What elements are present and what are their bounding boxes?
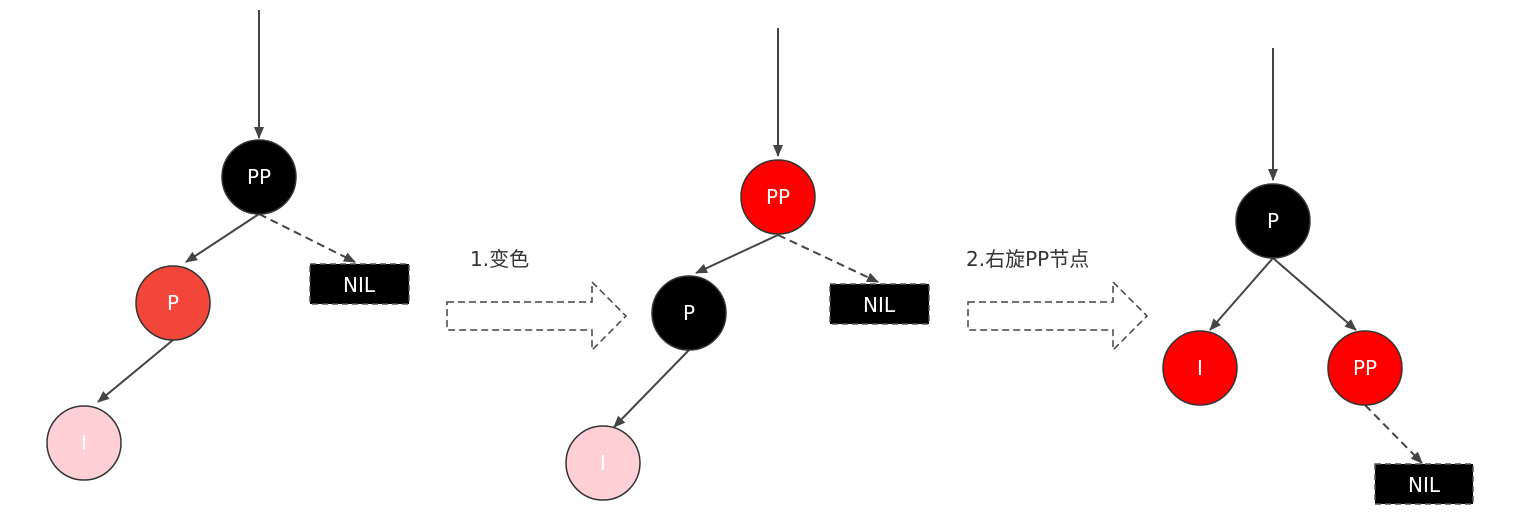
node-i-label: I bbox=[81, 431, 87, 455]
node-p-circle bbox=[1235, 183, 1311, 259]
step2-transition: 2.右旋PP节点 bbox=[966, 247, 1149, 352]
step2-label: 2.右旋PP节点 bbox=[966, 247, 1089, 271]
node-pp-label: PP bbox=[247, 165, 271, 189]
node-pp-circle bbox=[1327, 330, 1403, 406]
node-pp: PP bbox=[221, 139, 297, 215]
node-i-circle bbox=[46, 405, 122, 481]
step2-hollow-arrow bbox=[967, 280, 1149, 352]
node-nil: NIL bbox=[1374, 463, 1474, 505]
node-i-circle bbox=[565, 425, 641, 501]
node-pp-label: PP bbox=[766, 185, 790, 209]
node-i-label: I bbox=[600, 451, 606, 475]
edge-pp-to-nil bbox=[258, 213, 356, 263]
step1-transition: 1.变色 bbox=[446, 247, 628, 352]
tree-before: PP P I NIL bbox=[46, 10, 410, 481]
node-p-label: P bbox=[167, 291, 179, 315]
node-i: I bbox=[46, 405, 122, 481]
step1-label: 1.变色 bbox=[470, 247, 529, 271]
node-pp: PP bbox=[1327, 330, 1403, 406]
node-p: P bbox=[135, 265, 211, 341]
node-nil-label: NIL bbox=[863, 293, 896, 317]
edge-pp-to-p bbox=[695, 234, 779, 274]
node-p-label: P bbox=[1267, 209, 1279, 233]
edge-pp-to-p bbox=[185, 213, 260, 263]
node-pp-label: PP bbox=[1353, 356, 1377, 380]
node-nil-box bbox=[829, 283, 930, 325]
node-nil-label: NIL bbox=[1408, 473, 1441, 497]
node-p-label: P bbox=[683, 301, 695, 325]
node-p-circle bbox=[135, 265, 211, 341]
edge-pp-to-nil bbox=[777, 234, 879, 283]
node-i-label: I bbox=[1197, 356, 1203, 380]
step1-hollow-arrow bbox=[446, 280, 628, 352]
node-i: I bbox=[1162, 330, 1238, 406]
edge-pp-to-nil bbox=[1364, 404, 1423, 464]
node-pp-circle bbox=[740, 159, 816, 235]
node-nil: NIL bbox=[309, 263, 410, 305]
node-i-circle bbox=[1162, 330, 1238, 406]
edge-p-to-i bbox=[1209, 257, 1274, 331]
node-p-circle bbox=[651, 275, 727, 351]
tree-recolored: PP P I NIL bbox=[565, 28, 930, 501]
edge-p-to-i bbox=[97, 339, 174, 403]
node-nil-box bbox=[309, 263, 410, 305]
node-nil-box bbox=[1374, 463, 1474, 505]
edge-p-to-pp bbox=[1272, 257, 1357, 331]
tree-rotated: P I PP NIL bbox=[1162, 48, 1474, 505]
node-i: I bbox=[565, 425, 641, 501]
node-nil-label: NIL bbox=[343, 273, 376, 297]
node-pp: PP bbox=[740, 159, 816, 235]
node-p: P bbox=[1235, 183, 1311, 259]
node-nil: NIL bbox=[829, 283, 930, 325]
edge-p-to-i bbox=[613, 349, 690, 428]
node-pp-circle bbox=[221, 139, 297, 215]
node-p: P bbox=[651, 275, 727, 351]
